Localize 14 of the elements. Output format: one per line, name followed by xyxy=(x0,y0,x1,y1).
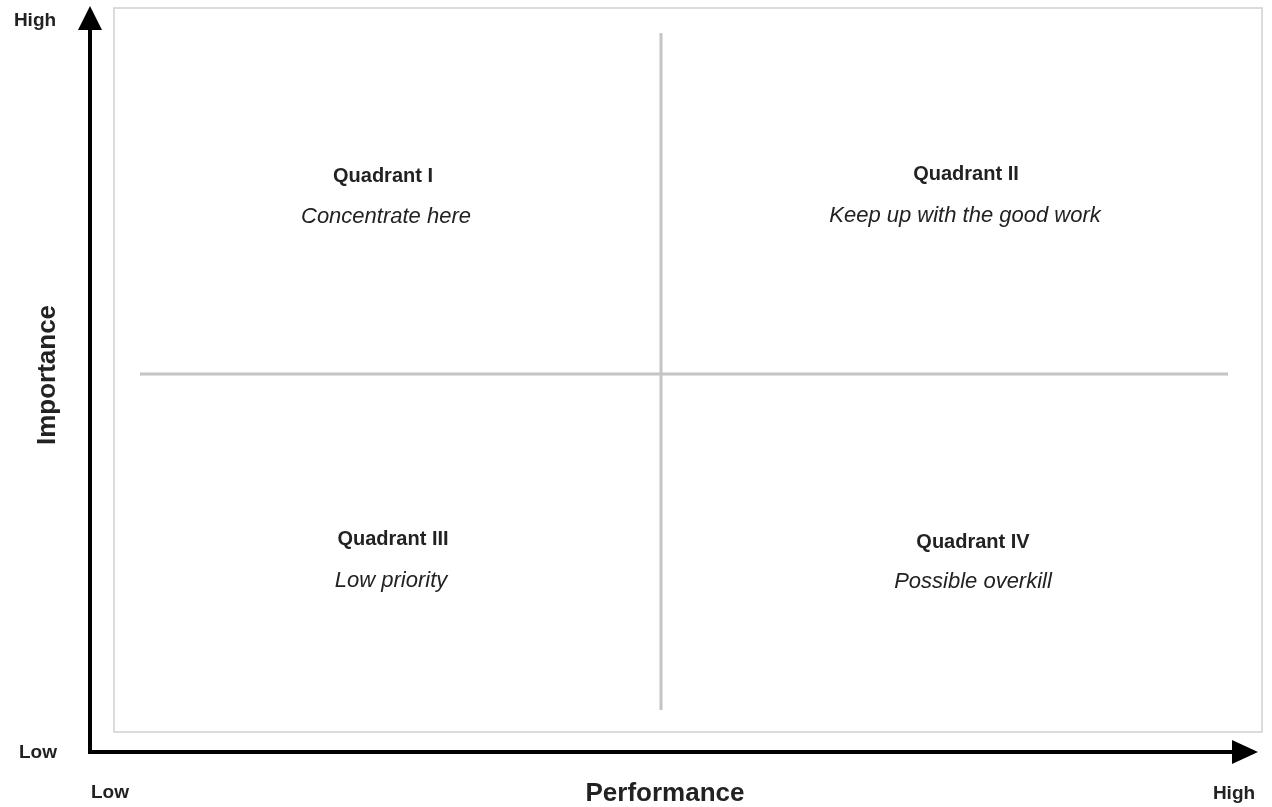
axis-end-label: High xyxy=(13,9,57,31)
quadrant-description: Keep up with the good work xyxy=(829,202,1101,228)
quadrant-title: Quadrant III xyxy=(337,527,449,549)
axis-end-label: Low xyxy=(19,741,57,763)
quadrant-description: Concentrate here xyxy=(301,203,471,229)
quadrant-description: Low priority xyxy=(334,567,448,593)
axis-end-label: Low xyxy=(91,781,129,803)
quadrant-title: Quadrant II xyxy=(913,162,1019,184)
axis-title: Performance xyxy=(585,777,745,807)
quadrant-title: Quadrant I xyxy=(333,164,433,186)
quadrant-title: Quadrant IV xyxy=(916,530,1030,552)
quadrant-description: Possible overkill xyxy=(894,568,1052,594)
axis-end-label: High xyxy=(1212,782,1256,804)
axis-title: Importance xyxy=(31,304,61,446)
